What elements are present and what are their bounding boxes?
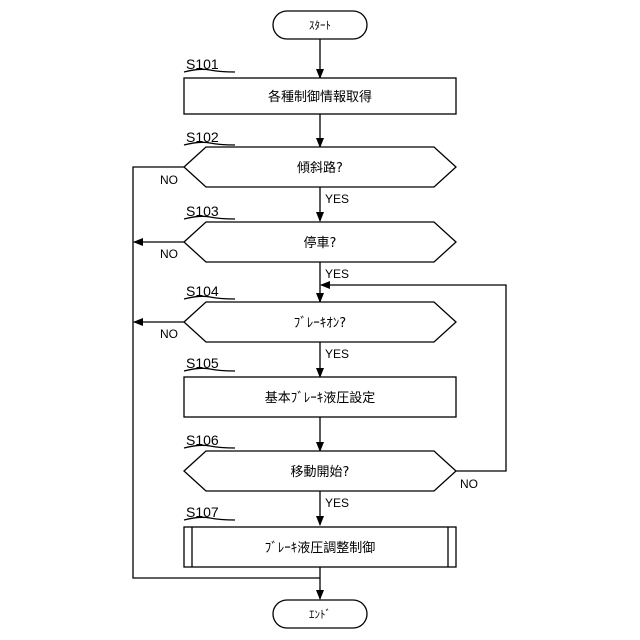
s106-yes-label: YES xyxy=(325,496,349,510)
s105-text: 基本ﾌﾞﾚｰｷ液圧設定 xyxy=(265,390,376,406)
s107-id: S107 xyxy=(186,504,219,520)
s106-id: S106 xyxy=(186,432,219,448)
s106-text: 移動開始? xyxy=(291,465,350,480)
s104-no-label: NO xyxy=(160,327,178,341)
end-label: ｴﾝﾄﾞ xyxy=(309,608,331,621)
s102-no-label: NO xyxy=(160,173,178,187)
s104-yes-label: YES xyxy=(325,347,349,361)
s102-yes-label: YES xyxy=(325,192,349,206)
s105-id: S105 xyxy=(186,355,219,371)
s102-id: S102 xyxy=(186,129,219,145)
s102-text: 傾斜路? xyxy=(297,160,343,176)
s104-text: ﾌﾞﾚｰｷｵﾝ? xyxy=(294,316,346,331)
s103-no-label: NO xyxy=(160,247,178,261)
s101-text: 各種制御情報取得 xyxy=(268,89,372,105)
s101-id: S101 xyxy=(186,56,219,72)
s103-text: 停車? xyxy=(304,235,337,251)
start-label: ｽﾀｰﾄ xyxy=(309,19,331,32)
s104-id: S104 xyxy=(186,283,219,299)
s103-yes-label: YES xyxy=(325,267,349,281)
s103-id: S103 xyxy=(186,203,219,219)
s107-text: ﾌﾞﾚｰｷ液圧調整制御 xyxy=(265,541,376,556)
s106-no-label: NO xyxy=(460,477,478,491)
